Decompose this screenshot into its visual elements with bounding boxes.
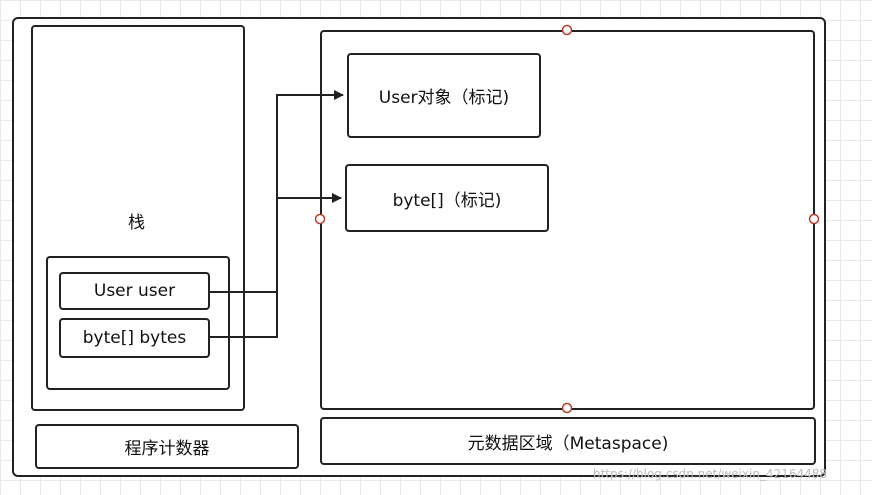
stack-item-byte-bytes[interactable]: byte[] bytes [59, 318, 210, 358]
program-counter-box[interactable]: 程序计数器 [35, 424, 299, 469]
resize-handle-top[interactable] [561, 24, 573, 36]
user-object-marked[interactable]: User对象（标记) [347, 53, 541, 138]
watermark-text: https://blog.csdn.net/weixin_42164488 [593, 467, 828, 481]
stack-label: 栈 [128, 213, 145, 233]
resize-handle-right[interactable] [808, 213, 820, 225]
metaspace-label-box[interactable]: 元数据区域（Metaspace) [320, 417, 816, 465]
bytes-object-marked[interactable]: byte[]（标记) [345, 164, 549, 232]
resize-handle-left[interactable] [314, 213, 326, 225]
arrow-bytes-to-bytes-object [210, 193, 342, 338]
arrow-user-to-user-object [210, 90, 344, 293]
stack-item-user-user[interactable]: User user [59, 272, 210, 310]
resize-handle-bottom[interactable] [561, 402, 573, 414]
